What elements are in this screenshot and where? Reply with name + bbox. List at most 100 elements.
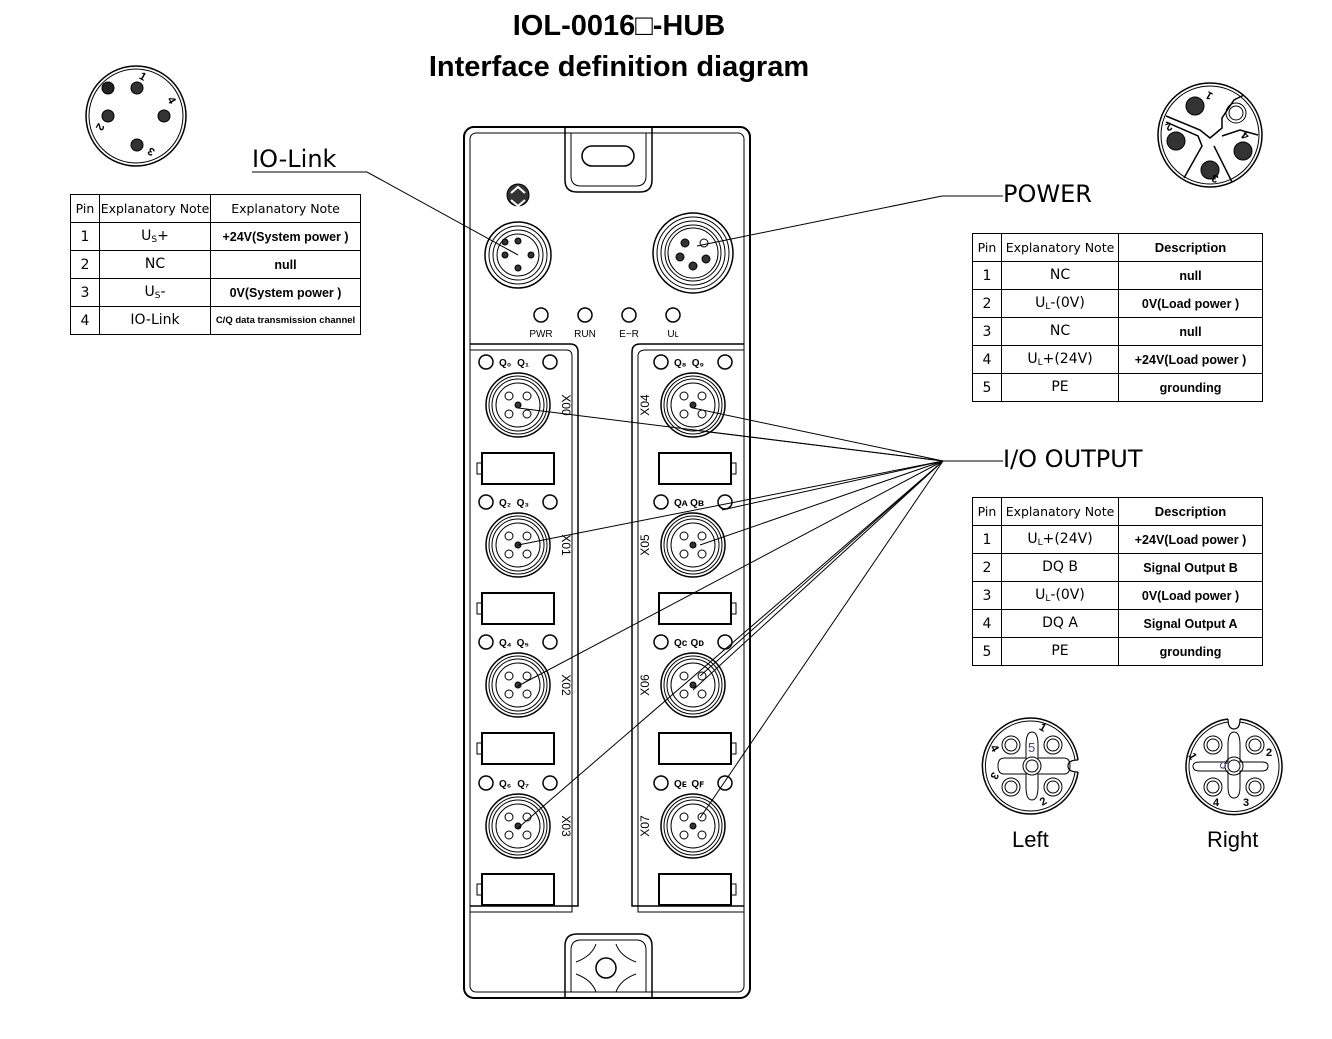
io-output-leader-line-x02: [517, 460, 944, 687]
header-note: Explanatory Note: [1001, 233, 1119, 262]
q-label: Q₆: [499, 779, 511, 790]
io-output-leader-line-x05: [699, 460, 944, 546]
power-leader-line: [696, 195, 1003, 247]
port-pin: [504, 671, 514, 681]
port-pin: [679, 812, 689, 822]
port-ring: [666, 518, 720, 572]
pin-description: null: [210, 250, 361, 279]
diagram-subtitle: Interface definition diagram: [428, 51, 810, 83]
left-pin-4-label: 4: [987, 743, 1001, 755]
iolink-pin-2-label: 2: [93, 121, 106, 132]
pin-description: null: [1118, 317, 1263, 346]
port-ring: [663, 515, 723, 575]
port-pin: [697, 549, 707, 559]
iolink-callout: IO-Link: [252, 145, 337, 173]
port-ring: [663, 655, 723, 715]
port-pin: [504, 812, 514, 822]
pin-note-suffix: +: [157, 228, 169, 244]
table-row: 1 NC null: [972, 261, 1263, 290]
iolink-pin-4-label: 4: [164, 95, 178, 107]
port-pin: [679, 549, 689, 559]
q-led: [542, 354, 558, 370]
pin-number: 2: [70, 250, 100, 279]
port-pin: [522, 830, 532, 840]
port-center-pin: [689, 822, 697, 830]
iolink-leader-line: [252, 171, 519, 256]
hub-device-body: [463, 126, 751, 999]
port-pin: [522, 671, 532, 681]
port-ring: [670, 662, 716, 708]
pin-number: 5: [972, 637, 1002, 666]
pin-note-text: U: [1035, 295, 1046, 311]
port-ring: [488, 515, 548, 575]
left-pin-3-label: 3: [987, 770, 1000, 781]
header-pin: Pin: [972, 497, 1002, 526]
q-label: Q₁: [517, 358, 529, 369]
pin-note: US+: [99, 222, 211, 251]
pin-description: null: [1118, 261, 1263, 290]
pin-note-subscript: L: [1045, 594, 1051, 604]
pin-note: NC: [1001, 317, 1119, 346]
label-window-tab: [476, 883, 483, 896]
q-led: [542, 634, 558, 650]
port-ring: [666, 658, 720, 712]
left-connector-label: Left: [1012, 827, 1049, 852]
q-led: [653, 494, 669, 510]
pin-number: 1: [972, 525, 1002, 554]
port-pin: [697, 531, 707, 541]
label-window: [481, 592, 555, 625]
port-ring: [660, 512, 726, 578]
q-label: Qꜰ: [691, 779, 704, 790]
port-ring: [488, 655, 548, 715]
pin-number: 1: [972, 261, 1002, 290]
pin-description: grounding: [1118, 637, 1263, 666]
led-label-pwr: PWR: [529, 329, 552, 340]
q-led: [717, 354, 733, 370]
power-pin-1-label: 1: [1204, 88, 1215, 101]
pin-note-text: U: [144, 284, 155, 300]
q-led: [478, 775, 494, 791]
pin-note: UL-(0V): [1001, 289, 1119, 318]
q-led: [478, 354, 494, 370]
io-output-leader-line-x03: [517, 460, 944, 829]
q-label: Q₉: [692, 358, 704, 369]
port-name-label: X02: [559, 674, 573, 696]
diagram-title: IOL-0016□-HUB: [512, 10, 726, 42]
q-label: Qᴅ: [690, 638, 704, 649]
pin-note: DQ A: [1001, 609, 1119, 638]
pin-note: UL+(24V): [1001, 525, 1119, 554]
q-led: [478, 494, 494, 510]
port-name-label: X00: [559, 394, 573, 416]
label-window: [481, 873, 555, 906]
power-pin-3-label: 3: [1210, 171, 1220, 184]
pin-note-suffix: -(0V): [1050, 587, 1085, 603]
table-header-row: Pin Explanatory Note Description: [972, 233, 1263, 262]
header-note: Explanatory Note: [1001, 497, 1119, 526]
port-pin: [522, 409, 532, 419]
pin-note-text: NC: [1049, 267, 1071, 283]
power-callout: POWER: [1003, 180, 1092, 208]
pin-note-text: PE: [1051, 643, 1069, 659]
pin-note-subscript: L: [1037, 358, 1043, 368]
port-ring: [666, 378, 720, 432]
q-label: Q₂: [499, 498, 511, 509]
power-connector-pinout: [1157, 82, 1263, 188]
led-label-ul: Uʟ: [667, 329, 678, 340]
port-ring: [491, 378, 545, 432]
io-output-leader-line-x01: [517, 460, 944, 546]
port-ring: [660, 793, 726, 859]
label-window: [658, 732, 732, 765]
pin-note: UL-(0V): [1001, 581, 1119, 610]
right-pin-4-label: 4: [1213, 797, 1220, 809]
q-led: [542, 494, 558, 510]
pin-note: DQ B: [1001, 553, 1119, 582]
port-ring: [488, 375, 548, 435]
q-led: [478, 634, 494, 650]
